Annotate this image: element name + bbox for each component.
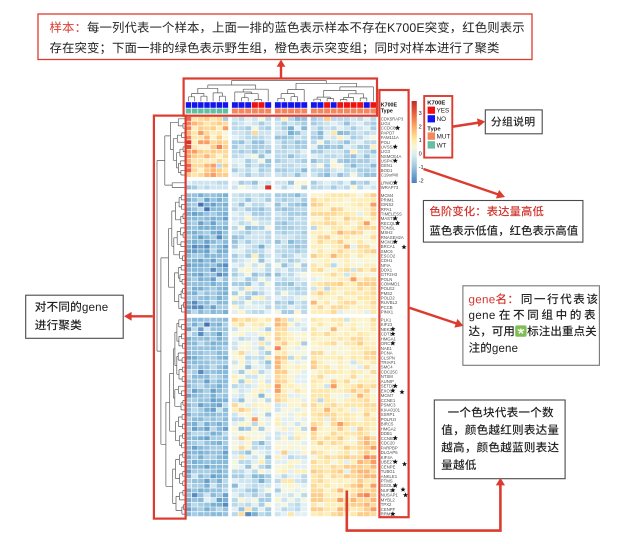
svg-text:BOD1: BOD1 xyxy=(381,168,393,173)
svg-text:MCM7: MCM7 xyxy=(381,393,394,398)
svg-text:FAM111A: FAM111A xyxy=(381,135,399,140)
svg-text:MCM4: MCM4 xyxy=(381,193,394,198)
svg-text:2: 2 xyxy=(419,125,422,131)
svg-text:LRWD1: LRWD1 xyxy=(381,180,396,185)
svg-text:RECQL5: RECQL5 xyxy=(381,221,399,226)
svg-text:USP47: USP47 xyxy=(381,158,395,163)
svg-text:CDK5RAP3: CDK5RAP3 xyxy=(381,116,404,121)
svg-text:Type: Type xyxy=(427,126,441,132)
svg-text:PTMS: PTMS xyxy=(381,479,393,484)
svg-text:CCDC86: CCDC86 xyxy=(381,126,399,131)
svg-text:PARPBP: PARPBP xyxy=(381,445,398,450)
svg-text:NO: NO xyxy=(437,116,447,123)
svg-text:WT: WT xyxy=(437,142,447,149)
svg-text:K700E: K700E xyxy=(427,101,445,107)
svg-text:ESCO2: ESCO2 xyxy=(381,254,396,259)
svg-text:CENPF: CENPF xyxy=(381,507,396,512)
svg-text:0: 0 xyxy=(419,152,422,158)
svg-text:MUT: MUT xyxy=(437,134,451,141)
svg-text:NUSAP1: NUSAP1 xyxy=(381,493,399,498)
svg-text:PAPD7: PAPD7 xyxy=(381,130,395,135)
svg-text:CCNB1: CCNB1 xyxy=(381,436,396,441)
svg-text:NTSM: NTSM xyxy=(381,374,394,379)
svg-text:ANKLE1: ANKLE1 xyxy=(381,474,398,479)
svg-text:SSRP1: SSRP1 xyxy=(381,412,396,417)
svg-text:CDC25C: CDC25C xyxy=(381,369,398,374)
svg-text:COMMD1: COMMD1 xyxy=(381,282,401,287)
svg-text:TPX2: TPX2 xyxy=(381,502,392,507)
svg-text:PCNA: PCNA xyxy=(381,351,393,356)
svg-text:SGOL1: SGOL1 xyxy=(381,483,396,488)
svg-text:PCCB: PCCB xyxy=(381,305,393,310)
svg-text:DLGAP5: DLGAP5 xyxy=(381,450,398,455)
svg-text:TONSL: TONSL xyxy=(381,225,396,230)
svg-text:RRM2: RRM2 xyxy=(381,512,394,517)
svg-text:PLK1: PLK1 xyxy=(381,317,392,322)
svg-text:TRIAP1: TRIAP1 xyxy=(381,360,397,365)
svg-text:CENPE: CENPE xyxy=(381,464,396,469)
svg-text:KIF23: KIF23 xyxy=(381,322,393,327)
svg-text:LIG4: LIG4 xyxy=(381,121,391,126)
svg-text:GTF2H3: GTF2H3 xyxy=(381,272,398,277)
svg-text:GEN1: GEN1 xyxy=(381,163,393,168)
svg-text:CCNE1: CCNE1 xyxy=(381,398,396,403)
svg-text:HMGA1: HMGA1 xyxy=(381,336,397,341)
svg-text:DDX1: DDX1 xyxy=(381,268,393,273)
svg-text:POLN: POLN xyxy=(381,277,393,282)
svg-text:CLSPN: CLSPN xyxy=(381,355,395,360)
svg-text:POLI: POLI xyxy=(381,140,391,145)
svg-text:UVSSA: UVSSA xyxy=(381,144,396,149)
svg-text:LIG3: LIG3 xyxy=(381,149,391,154)
svg-text:HMGA2: HMGA2 xyxy=(381,426,397,431)
svg-text:1: 1 xyxy=(419,138,422,144)
svg-text:Type: Type xyxy=(381,109,393,115)
svg-text:SMC4: SMC4 xyxy=(381,365,393,370)
svg-text:WRAP73: WRAP73 xyxy=(381,185,399,190)
svg-text:PRIM1: PRIM1 xyxy=(381,197,395,202)
svg-text:KIAA0101: KIAA0101 xyxy=(381,407,401,412)
svg-text:NFIA: NFIA xyxy=(381,263,391,268)
svg-text:ORC1: ORC1 xyxy=(381,341,393,346)
svg-text:NEK2: NEK2 xyxy=(381,327,393,332)
svg-text:3: 3 xyxy=(419,111,422,117)
svg-text:PSMC3: PSMC3 xyxy=(381,403,396,408)
svg-text:CDC20: CDC20 xyxy=(381,441,396,446)
svg-text:MSH2: MSH2 xyxy=(381,230,393,235)
svg-text:EXO1: EXO1 xyxy=(381,388,393,393)
svg-text:RUVBL2: RUVBL2 xyxy=(381,300,398,305)
svg-text:MYBL2: MYBL2 xyxy=(381,497,396,502)
svg-text:YES: YES xyxy=(437,108,450,115)
svg-text:SETD8: SETD8 xyxy=(381,384,395,389)
svg-text:-2: -2 xyxy=(419,179,424,185)
svg-text:POLD2: POLD2 xyxy=(381,296,396,301)
svg-text:RPA1: RPA1 xyxy=(381,207,392,212)
svg-text:POLE2: POLE2 xyxy=(381,286,395,291)
svg-text:CDT1: CDT1 xyxy=(381,332,393,337)
svg-text:CDH1: CDH1 xyxy=(381,258,393,263)
svg-text:NSMCE4A: NSMCE4A xyxy=(381,154,402,159)
svg-text:UBE2T: UBE2T xyxy=(381,460,395,465)
svg-text:TIMELESS: TIMELESS xyxy=(381,211,402,216)
svg-text:POLR2I: POLR2I xyxy=(381,417,396,422)
svg-text:KIF4A: KIF4A xyxy=(381,455,393,460)
svg-text:PINX1: PINX1 xyxy=(381,310,394,315)
svg-text:PMS2: PMS2 xyxy=(381,291,393,296)
svg-text:NAE1: NAE1 xyxy=(381,346,393,351)
svg-text:MASTL: MASTL xyxy=(381,216,396,221)
svg-text:MCM10: MCM10 xyxy=(381,239,397,244)
svg-text:TUBG1: TUBG1 xyxy=(381,469,396,474)
svg-text:BIRC5: BIRC5 xyxy=(381,422,394,427)
svg-text:-1: -1 xyxy=(419,165,424,171)
svg-text:K700E: K700E xyxy=(381,102,398,108)
svg-text:GINS2: GINS2 xyxy=(381,202,394,207)
svg-text:SMC6: SMC6 xyxy=(381,249,393,254)
svg-text:RNASEH2A: RNASEH2A xyxy=(381,235,404,240)
svg-text:BRCA1: BRCA1 xyxy=(381,244,396,249)
svg-text:AUNIP: AUNIP xyxy=(381,379,394,384)
svg-text:NUF2: NUF2 xyxy=(381,488,393,493)
svg-text:DDB1: DDB1 xyxy=(381,431,393,436)
svg-text:C19orf40: C19orf40 xyxy=(381,173,399,178)
